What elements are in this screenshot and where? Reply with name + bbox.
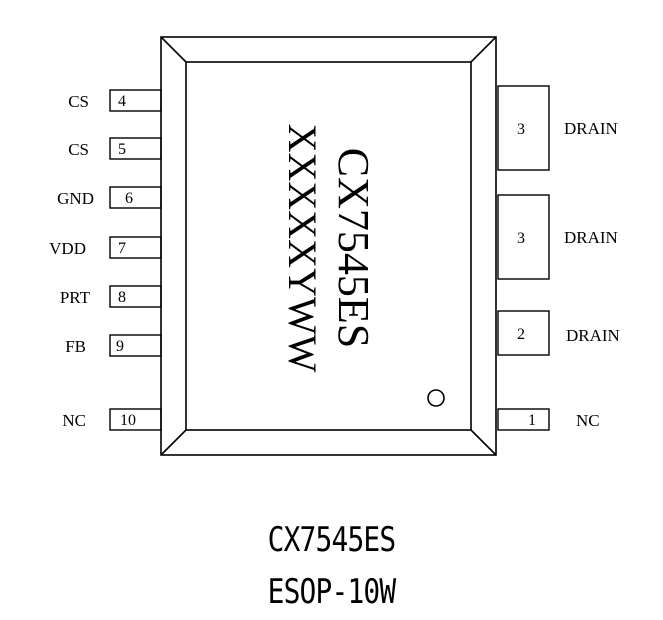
left-pin: 5 CS bbox=[68, 137, 162, 160]
pin-number: 4 bbox=[118, 93, 126, 110]
package-inner-outline bbox=[185, 61, 472, 431]
pin-lead bbox=[109, 285, 162, 308]
right-pin: 2 DRAIN bbox=[497, 310, 620, 356]
pin-lead bbox=[109, 89, 162, 112]
date-code-marking: XXXXXYWW bbox=[280, 124, 325, 373]
left-pins: 4 CS 5 CS 6 GND 7 VDD 8 PRT 9 FB bbox=[49, 89, 162, 431]
pin-lead bbox=[497, 85, 550, 171]
pin-label: DRAIN bbox=[564, 228, 618, 247]
pin1-indicator bbox=[427, 389, 445, 407]
pin-number: 5 bbox=[118, 141, 126, 158]
part-marking: CX7545ES bbox=[329, 148, 378, 348]
pin-number: 8 bbox=[118, 289, 126, 306]
pin-lead bbox=[497, 194, 550, 280]
pin-label: NC bbox=[62, 411, 86, 430]
pin-label: VDD bbox=[49, 239, 86, 258]
bevel-bottom-right bbox=[470, 429, 497, 456]
bevel-bottom-left bbox=[160, 429, 187, 456]
caption-part-number: CX7545ES bbox=[267, 520, 397, 560]
package-outline bbox=[160, 36, 497, 456]
package-body bbox=[160, 36, 497, 456]
left-pin: 9 FB bbox=[65, 334, 162, 357]
pin-number: 9 bbox=[116, 338, 124, 355]
pin-lead bbox=[109, 186, 162, 209]
pin-label: NC bbox=[576, 411, 600, 430]
pin-number: 6 bbox=[125, 190, 133, 207]
right-pin: 3 DRAIN bbox=[497, 85, 618, 171]
pin-number: 10 bbox=[120, 412, 136, 429]
pin-lead bbox=[497, 408, 550, 431]
left-pin: 7 VDD bbox=[49, 236, 162, 259]
pin-label: CS bbox=[68, 92, 89, 111]
bevel-top-left bbox=[160, 36, 187, 63]
left-pin: 8 PRT bbox=[60, 285, 162, 308]
bevel-top-right bbox=[470, 36, 497, 63]
pin-label: PRT bbox=[60, 288, 91, 307]
pin-label: GND bbox=[57, 189, 94, 208]
right-pin: 1 NC bbox=[497, 408, 600, 431]
pin-lead bbox=[497, 310, 550, 356]
pin-lead bbox=[109, 137, 162, 160]
pin-label: DRAIN bbox=[566, 326, 620, 345]
pin-lead bbox=[109, 236, 162, 259]
pin-lead bbox=[109, 408, 162, 431]
right-pins: 3 DRAIN 3 DRAIN 2 DRAIN 1 NC bbox=[497, 85, 620, 431]
pin-number: 2 bbox=[517, 326, 525, 343]
caption-package-type: ESOP-10W bbox=[267, 572, 397, 612]
pin-label: DRAIN bbox=[564, 119, 618, 138]
pin-number: 3 bbox=[517, 230, 525, 247]
pin-lead bbox=[109, 334, 162, 357]
pin-number: 7 bbox=[118, 240, 126, 257]
pin-label: FB bbox=[65, 337, 86, 356]
right-pin: 3 DRAIN bbox=[497, 194, 618, 280]
pin-number: 3 bbox=[517, 121, 525, 138]
left-pin: 4 CS bbox=[68, 89, 162, 112]
pin-number: 1 bbox=[528, 412, 536, 429]
pin-label: CS bbox=[68, 140, 89, 159]
left-pin: 6 GND bbox=[57, 186, 162, 209]
left-pin: 10 NC bbox=[62, 408, 162, 431]
